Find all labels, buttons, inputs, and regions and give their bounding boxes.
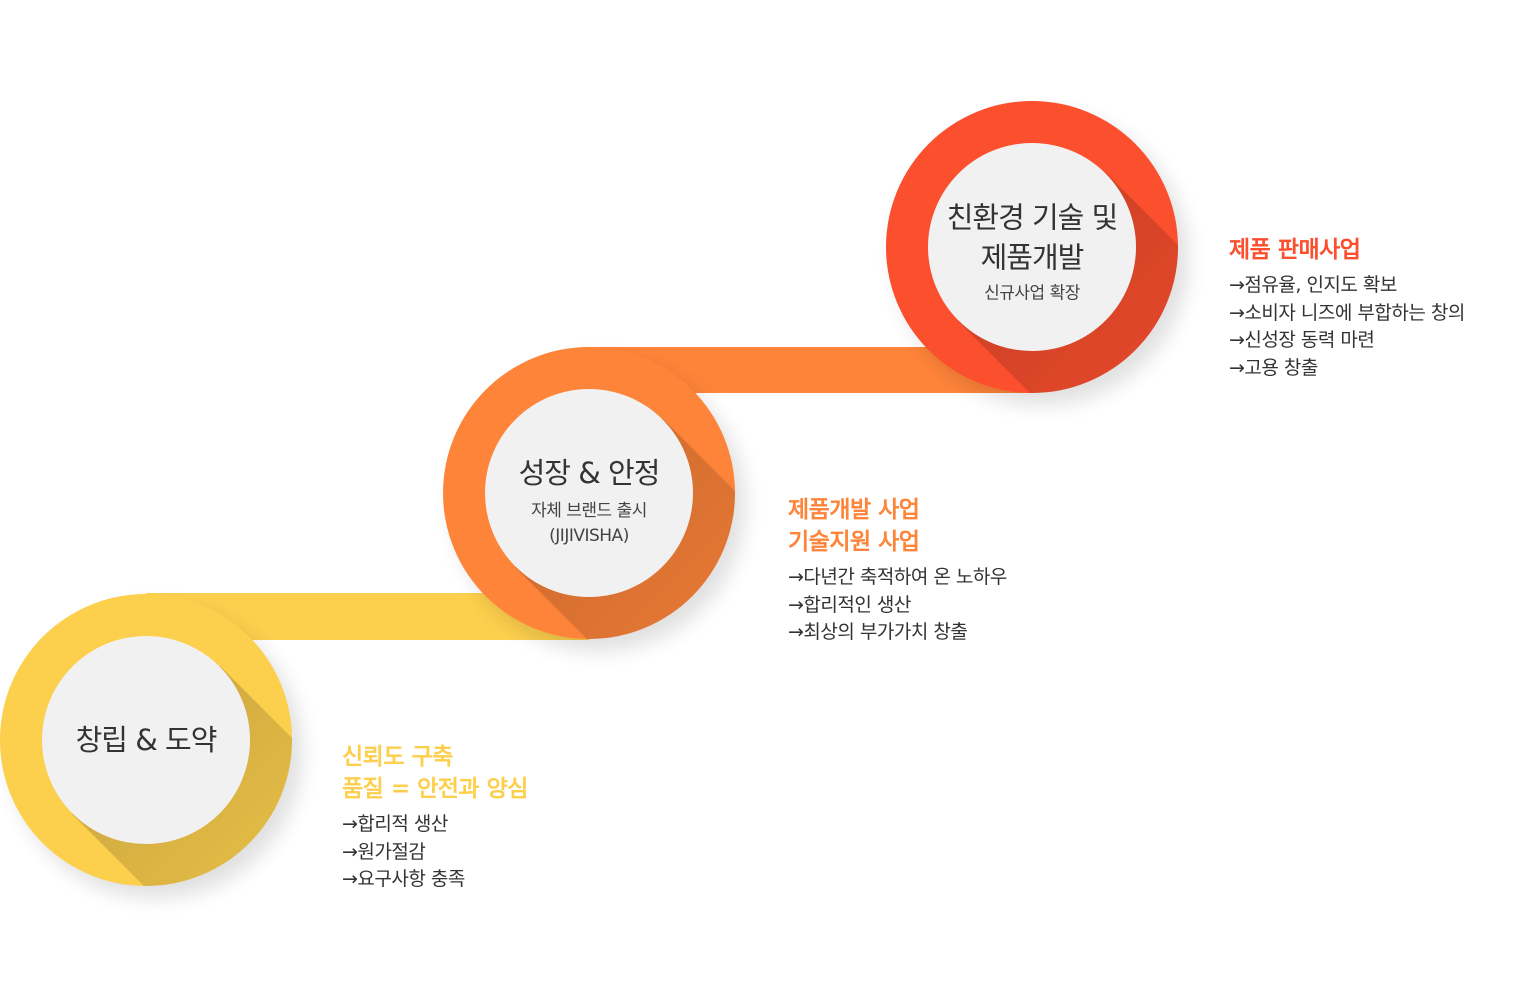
stage3-circle (886, 101, 1188, 405)
stage1-label: 창립 & 도약 (75, 720, 218, 760)
stage3-heading: 제품 판매사업 (1229, 237, 1361, 263)
stage2-heading: 제품개발 사업 (788, 497, 920, 523)
stage1-heading: 품질 = 안전과 양심 (342, 776, 528, 802)
stage1-title: 창립 & 도약 (75, 723, 218, 757)
list-item: →합리적인 생산 (788, 593, 911, 616)
stage3-subtitle: 신규사업 확장 (984, 283, 1080, 304)
list-item: →원가절감 (342, 840, 426, 863)
stage2-heading: 기술지원 사업 (788, 529, 920, 555)
list-item: →최상의 부가가치 창출 (788, 621, 968, 643)
list-item: →신성장 동력 마련 (1229, 329, 1375, 351)
list-item: →점유율, 인지도 확보 (1229, 274, 1397, 296)
list-item: →고용 창출 (1229, 356, 1318, 379)
list-item: →다년간 축적하여 온 노하우 (788, 566, 1007, 588)
list-item: →소비자 니즈에 부합하는 창의 (1229, 301, 1465, 324)
stage2-circle (443, 347, 745, 651)
stage1-heading: 신뢰도 구축 (342, 744, 453, 770)
stage3-description: 제품 판매사업 →점유율, 인지도 확보 →소비자 니즈에 부합하는 창의 →신… (1229, 234, 1465, 382)
stage1-circle (0, 594, 302, 898)
stage3-label: 친환경 기술 및 제품개발 신규사업 확장 (946, 198, 1119, 307)
stage1-description: 신뢰도 구축 품질 = 안전과 양심 →합리적 생산 →원가절감 →요구사항 충… (342, 741, 528, 894)
stage2-label: 성장 & 안정 자체 브랜드 출시 (JIJIVISHA) (518, 453, 661, 549)
stage3-title: 제품개발 (980, 240, 1085, 275)
stage2-description: 제품개발 사업 기술지원 사업 →다년간 축적하여 온 노하우 →합리적인 생산… (788, 494, 1007, 647)
list-item: →요구사항 충족 (342, 868, 465, 890)
stage3-title: 친환경 기술 및 (946, 200, 1119, 235)
stage2-subtitle: (JIJIVISHA) (549, 526, 629, 546)
stage2-subtitle: 자체 브랜드 출시 (531, 501, 647, 521)
list-item: →합리적 생산 (342, 813, 448, 835)
stage2-title: 성장 & 안정 (518, 456, 661, 490)
